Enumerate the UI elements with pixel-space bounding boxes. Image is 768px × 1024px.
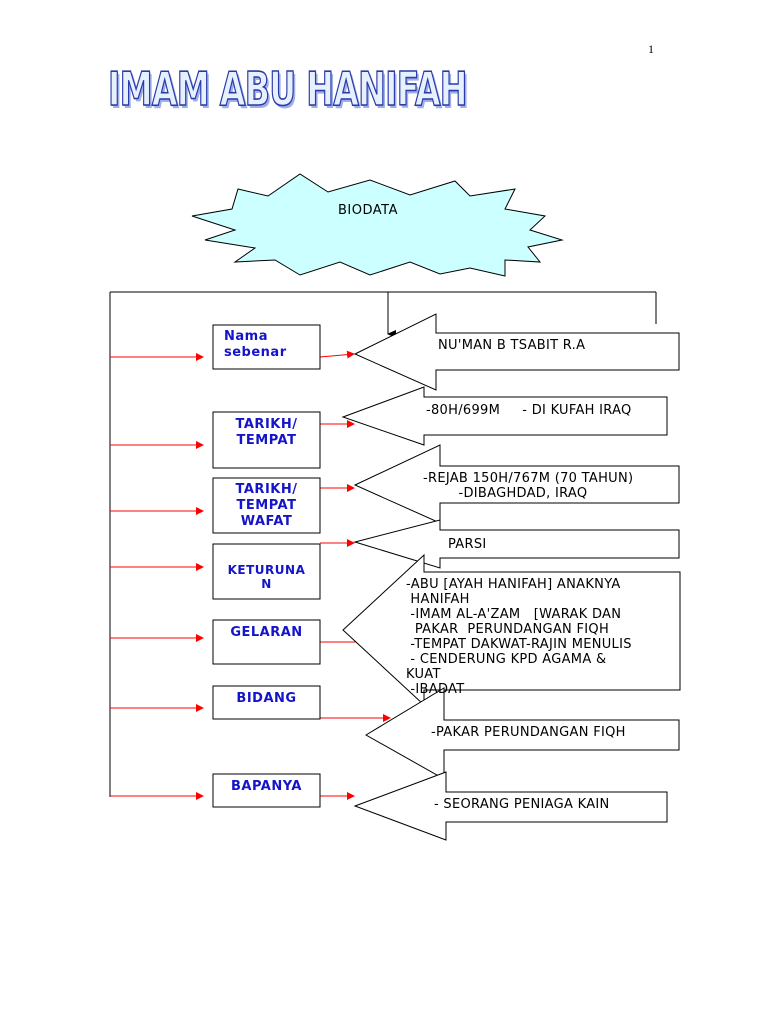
value-callout-7	[353, 771, 668, 841]
label-box-5	[212, 619, 321, 665]
value-keturunan: PARSI	[448, 537, 487, 552]
label-tarikh-tempat-wafat: TARIKH/ TEMPAT WAFAT	[235, 482, 298, 529]
biodata-burst	[191, 173, 564, 277]
label-box-3	[212, 477, 321, 534]
biodata-title: BIODATA	[338, 203, 398, 218]
page-number: 1	[648, 42, 654, 56]
value-callout-2	[341, 386, 668, 446]
value-callout-1	[353, 313, 680, 391]
value-nama-sebenar: NU'MAN B TSABIT R.A	[438, 338, 586, 353]
label-box-2	[212, 411, 321, 469]
label-bapanya: BAPANYA	[231, 779, 302, 794]
label-nama-sebenar: Nama sebenar	[224, 329, 287, 360]
red-arrow-r1	[319, 350, 355, 359]
label-keturunan: KETURUNA N	[227, 563, 306, 591]
value-tarikh-tempat-wafat: -REJAB 150H/767M (70 TAHUN) -DIBAGHDAD, …	[423, 471, 634, 501]
label-box-7	[212, 773, 321, 808]
label-bidang: BIDANG	[236, 691, 297, 706]
label-box-1	[212, 324, 321, 370]
page-title: IMAM ABU HANIFAH	[107, 61, 468, 117]
value-bapanya: - SEORANG PENIAGA KAIN	[434, 797, 610, 812]
value-callout-4	[353, 519, 680, 569]
label-tarikh-tempat: TARIKH/ TEMPAT	[235, 417, 298, 448]
value-gelaran: -ABU [AYAH HANIFAH] ANAKNYA HANIFAH -IMA…	[406, 577, 632, 697]
label-gelaran: GELARAN	[230, 625, 303, 640]
label-box-4	[212, 543, 321, 600]
label-box-6	[212, 685, 321, 720]
value-tarikh-tempat: -80H/699M - DI KUFAH IRAQ	[426, 403, 632, 418]
value-bidang: -PAKAR PERUNDANGAN FIQH	[431, 725, 626, 740]
